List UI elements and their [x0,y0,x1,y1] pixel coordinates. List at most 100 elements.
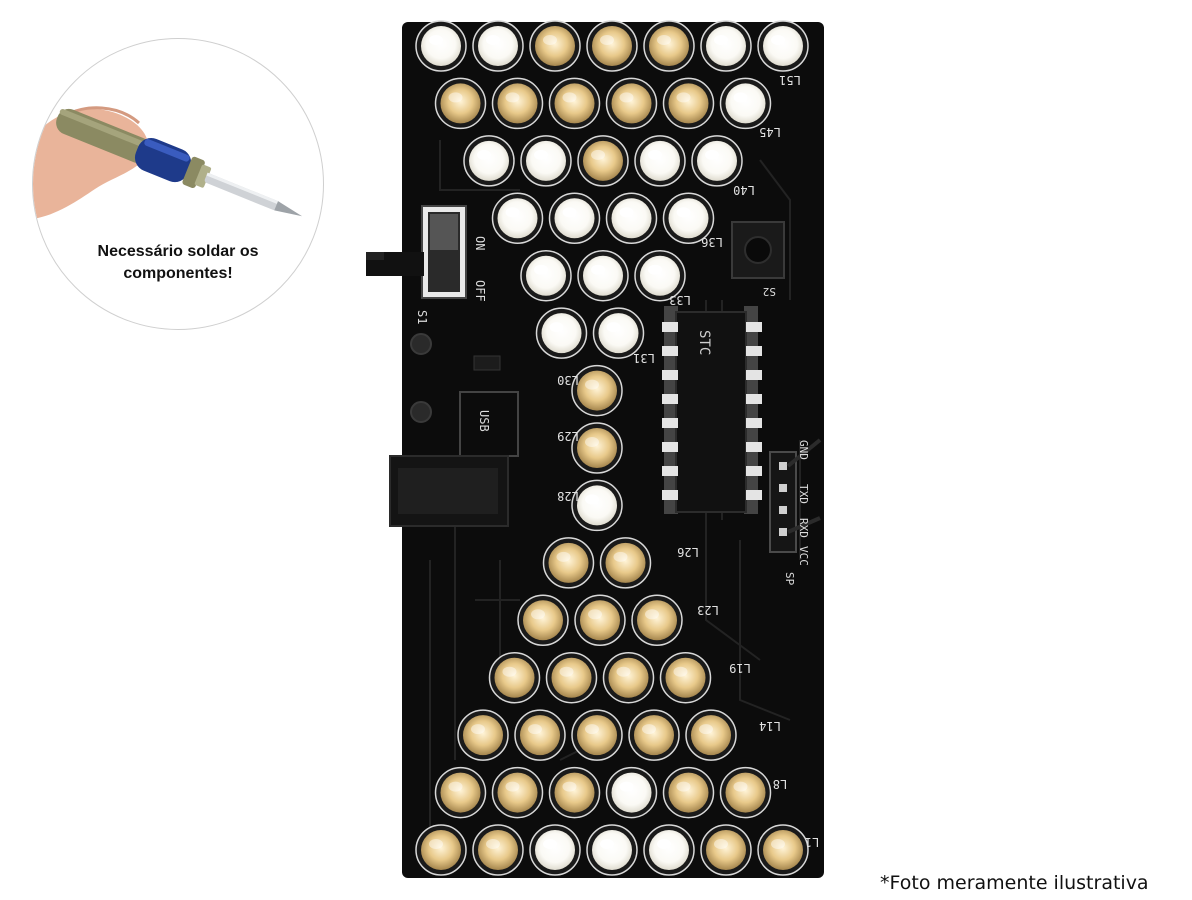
chip-pin [662,346,678,356]
led-dome-bright [640,255,680,296]
led-highlight [714,35,728,45]
led-dome-warm [725,772,766,813]
led-highlight [600,839,614,849]
chip-pin [662,322,678,332]
chip-pin [662,466,678,476]
led [662,192,715,245]
led [605,192,658,245]
button-ref-label: S2 [763,285,776,298]
chip-pin [662,370,678,380]
led-highlight [613,551,628,562]
led-ref-label: L26 [677,545,699,559]
led [415,20,467,72]
led-dome-bright [478,26,518,66]
led [577,249,629,302]
led-highlight [562,92,577,103]
led-dome-warm [763,830,803,870]
led-ref-label: L28 [557,489,579,503]
led-ref-label: L19 [729,661,751,675]
led-ref-label: L51 [779,73,801,87]
led [643,20,695,72]
led [463,135,515,187]
led [700,20,752,72]
led-highlight [600,35,614,45]
led-dome-bright [611,772,652,813]
header-ref-label: SP [783,572,796,586]
led-highlight [771,35,785,45]
led-dome-bright [598,313,639,354]
led-highlight [657,35,671,45]
led-highlight [619,207,634,218]
led [491,766,544,819]
led-dome-warm [497,83,538,124]
led [434,77,487,130]
slide-switch [366,205,467,299]
led [602,651,655,704]
led [571,479,623,532]
led-dome-bright [649,830,689,870]
led [548,192,601,245]
led-dome-warm [478,830,518,870]
switch-off-label: OFF [473,280,487,302]
led-dome-warm [440,772,481,813]
led-dome-warm [551,657,592,698]
led [605,766,658,819]
led-ref-label: L36 [701,235,723,249]
led-ref-label: L33 [669,293,691,307]
led-highlight [585,379,599,390]
led [491,192,544,245]
led [457,709,509,761]
led-highlight [619,781,634,792]
led [577,135,629,187]
chip-pin [746,346,762,356]
led-dome-bright [541,313,582,354]
led-reference-labels: L51L45L40L36L33L31L30L29L28L26L23L19L14L… [557,73,819,849]
led-dome-bright [421,26,461,66]
led-highlight [534,149,548,160]
led-dome-warm [523,600,563,641]
pin-header [769,438,822,553]
chip-pin [746,394,762,404]
led [535,307,588,359]
led [529,824,581,876]
led-highlight [486,35,500,45]
led-highlight [477,149,491,160]
led-dome-warm [577,715,617,756]
led [643,824,695,876]
mounting-hole [410,333,432,355]
led-highlight [585,724,599,735]
led-dome-warm [668,772,709,813]
led-highlight [543,35,557,45]
led-highlight [549,322,564,333]
led [719,766,772,819]
led-ref-label: L29 [557,429,579,443]
led [605,77,658,130]
led-dome-warm [583,140,623,181]
switch-ref-label: S1 [415,310,429,324]
switch-on-label: ON [473,236,487,250]
led-highlight [771,839,785,849]
header-pin-label: TXD [797,484,810,504]
header-pin-label: GND [797,440,810,460]
led [548,77,601,130]
led-highlight [645,609,659,620]
inset-caption-line1: Necessário soldar os [97,243,259,260]
led [757,20,809,72]
led-highlight [676,781,691,792]
led-highlight [705,149,719,160]
led-highlight [648,264,662,275]
led-dome-bright [763,26,803,66]
led [514,709,566,761]
led [757,824,809,876]
chip-pin [746,322,762,332]
led-highlight [588,609,602,620]
led-dome-bright [640,140,680,181]
led [662,766,715,819]
led [520,249,572,302]
chip-pin [662,394,678,404]
led [586,20,638,72]
led [659,651,712,704]
led-highlight [528,724,542,735]
usb-label: USB [477,410,491,432]
led-highlight [429,839,443,849]
